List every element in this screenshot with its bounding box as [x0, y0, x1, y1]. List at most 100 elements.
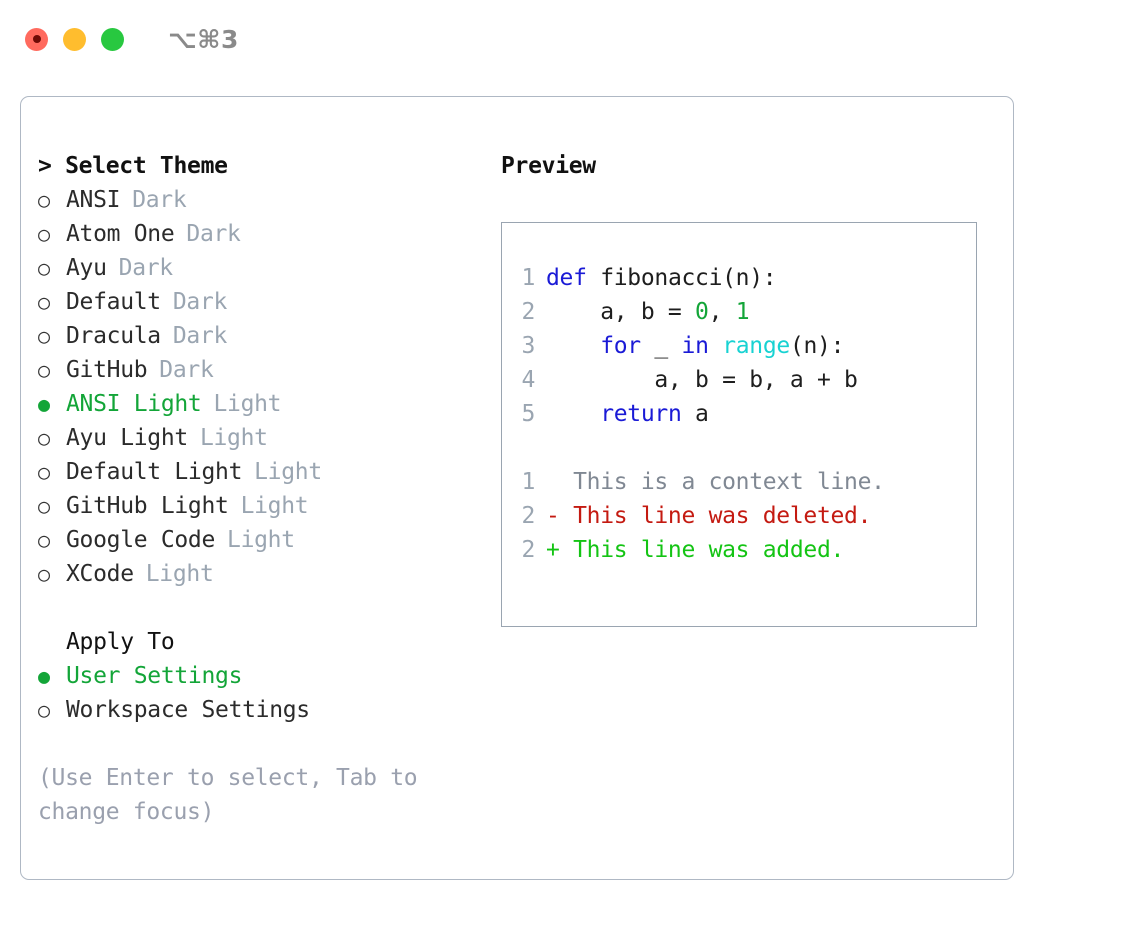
theme-option-label: Google Code	[66, 527, 216, 553]
code-token-num: 1	[735, 299, 750, 325]
theme-option-badge: Light	[213, 391, 282, 417]
code-line: 1 def fibonacci(n):	[502, 261, 976, 295]
theme-option-badge: Dark	[172, 289, 228, 315]
apply-to-option-label: Workspace Settings	[66, 697, 310, 723]
code-line: 3 for _ in range(n):	[502, 329, 976, 363]
apply-to-option-workspace-settings[interactable]: ○ Workspace Settings	[38, 693, 478, 727]
code-line-number: 1	[521, 265, 535, 291]
keyboard-hint-text: (Use Enter to select, Tab to change focu…	[38, 765, 418, 825]
theme-option-label: Default	[66, 289, 161, 315]
code-token-plain: a, b =	[546, 299, 696, 325]
diff-line-del: 2 - This line was deleted.	[502, 499, 976, 533]
diff-line-text: - This line was deleted.	[546, 503, 872, 529]
code-line-number: 3	[521, 333, 535, 359]
diff-line-number: 2	[521, 537, 535, 563]
code-line: 2 a, b = 0, 1	[502, 295, 976, 329]
theme-option-label: Dracula	[66, 323, 161, 349]
close-button-icon[interactable]	[25, 27, 48, 51]
radio-unselected-icon: ○	[38, 222, 50, 246]
minimize-button-icon[interactable]	[63, 27, 86, 51]
code-token-plain	[546, 333, 600, 359]
theme-option-google-code[interactable]: ○ Google Code Light	[38, 523, 478, 557]
theme-option-badge: Light	[199, 425, 268, 451]
zoom-button-icon[interactable]	[101, 27, 124, 51]
theme-option-github[interactable]: ○ GitHub Dark	[38, 353, 478, 387]
hint-spacer	[38, 727, 478, 761]
radio-unselected-icon: ○	[38, 698, 50, 722]
code-token-plain: _	[640, 333, 682, 359]
theme-option-atom-one[interactable]: ○ Atom One Dark	[38, 217, 478, 251]
code-token-plain: a	[681, 401, 709, 427]
theme-option-ansi[interactable]: ○ ANSI Dark	[38, 183, 478, 217]
code-token-plain	[546, 401, 600, 427]
radio-unselected-icon: ○	[38, 528, 50, 552]
theme-option-badge: Dark	[172, 323, 228, 349]
theme-option-badge: Dark	[118, 255, 174, 281]
code-token-num: 0	[695, 299, 709, 325]
code-token-plain: fibonacci(n):	[600, 265, 777, 291]
diff-line-number: 1	[521, 469, 535, 495]
theme-option-label: GitHub	[66, 357, 148, 383]
code-line-number: 2	[521, 299, 535, 325]
theme-option-github-light[interactable]: ○ GitHub Light Light	[38, 489, 478, 523]
theme-option-label: Ayu	[66, 255, 107, 281]
code-token-plain: ,	[708, 299, 736, 325]
theme-option-badge: Dark	[159, 357, 214, 383]
theme-option-label: GitHub Light	[66, 493, 229, 519]
diff-spacer	[502, 431, 976, 465]
code-line-text: def fibonacci(n):	[546, 261, 777, 295]
diff-line-add: 2 + This line was added.	[502, 533, 976, 567]
code-line-number: 4	[521, 367, 535, 393]
code-line-number: 5	[521, 401, 535, 427]
radio-unselected-icon: ○	[38, 290, 50, 314]
theme-option-badge: Light	[254, 459, 322, 485]
theme-option-badge: Dark	[132, 187, 187, 213]
preview-title: Preview	[501, 153, 596, 179]
diff-line-ctx: 1 This is a context line.	[502, 465, 976, 499]
theme-option-label: Atom One	[66, 221, 175, 247]
code-line-text: return a	[546, 397, 709, 431]
window-controls	[25, 27, 124, 51]
apply-to-option-user-settings[interactable]: ●User Settings	[38, 659, 478, 693]
theme-option-label: Default Light	[66, 459, 243, 485]
theme-option-label: ANSI	[66, 187, 121, 213]
code-token-plain: (n):	[789, 333, 845, 359]
diff-line-text: + This line was added.	[546, 537, 845, 563]
code-token-kw: def	[546, 265, 601, 291]
code-token-kw: for	[600, 333, 641, 359]
theme-option-badge: Light	[227, 527, 295, 553]
theme-option-default[interactable]: ○ Default Dark	[38, 285, 478, 319]
code-token-fn: range	[722, 333, 790, 359]
radio-unselected-icon: ○	[38, 358, 50, 382]
code-line-text: a, b = 0, 1	[546, 295, 749, 329]
theme-option-badge: Dark	[186, 221, 241, 247]
title-bar: ⌥⌘3	[0, 0, 1140, 78]
radio-unselected-icon: ○	[38, 494, 50, 518]
theme-option-badge: Light	[240, 493, 309, 519]
section-spacer	[38, 591, 478, 625]
theme-option-label: XCode	[66, 561, 134, 587]
select-theme-header: > Select Theme	[38, 153, 228, 179]
code-token-kw: return	[600, 401, 682, 427]
apply-to-option-list[interactable]: ●User Settings ○ Workspace Settings	[38, 659, 478, 727]
radio-unselected-icon: ○	[38, 256, 50, 280]
code-line-text: for _ in range(n):	[546, 329, 844, 363]
diff-line-number: 2	[521, 503, 535, 529]
theme-option-label: ANSI Light	[66, 391, 202, 417]
radio-unselected-icon: ○	[38, 188, 50, 212]
theme-option-ayu[interactable]: ○ Ayu Dark	[38, 251, 478, 285]
theme-option-label: Ayu Light	[66, 425, 188, 451]
apply-to-option-label: User Settings	[66, 663, 243, 689]
